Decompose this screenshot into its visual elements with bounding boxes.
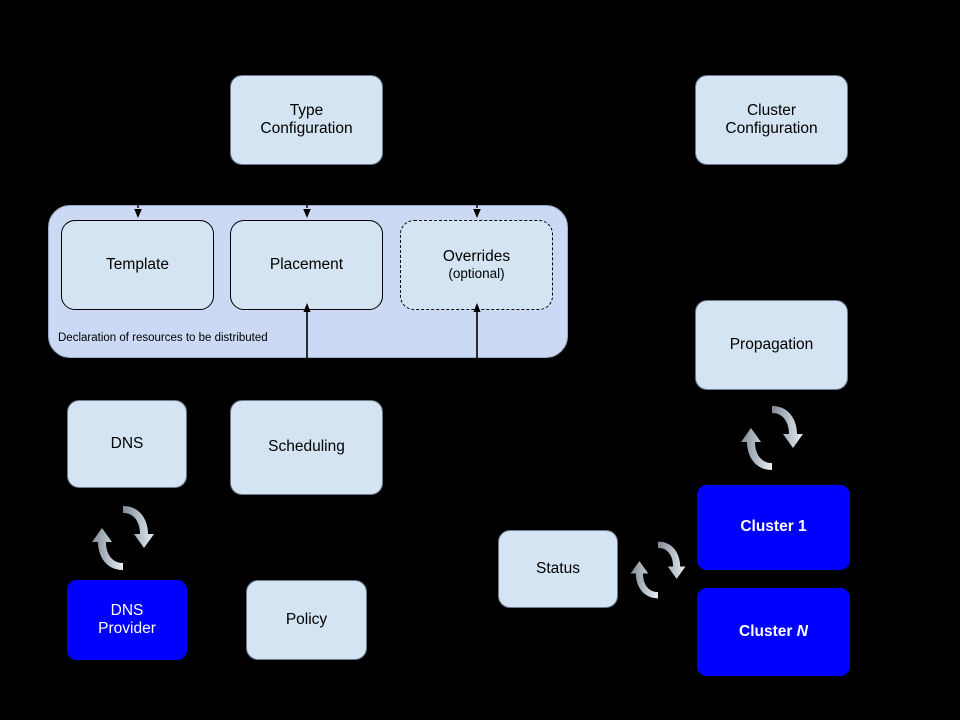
node-overrides-title: Overrides <box>442 247 511 265</box>
arrow-up-to-overrides <box>473 303 481 359</box>
node-dns-provider[interactable]: DNS Provider <box>67 580 187 660</box>
node-overrides-label: Overrides (optional) <box>443 248 510 282</box>
type-configuration-line2: Configuration <box>260 120 353 137</box>
arrow-down-to-template <box>134 193 142 218</box>
node-propagation[interactable]: Propagation <box>695 300 848 390</box>
node-template-label: Template <box>106 255 169 273</box>
node-dns[interactable]: DNS <box>67 400 187 488</box>
cluster-configuration-line2: Configuration <box>725 120 818 137</box>
node-type-configuration-label: Type Configuration <box>260 102 352 139</box>
dns-provider-line1: DNS <box>110 601 144 619</box>
node-cluster-configuration[interactable]: Cluster Configuration <box>695 75 848 165</box>
node-overrides[interactable]: Overrides (optional) <box>400 220 553 310</box>
node-cluster-1[interactable]: Cluster 1 <box>697 485 850 570</box>
node-dns-label: DNS <box>110 434 144 452</box>
node-overrides-sublabel: (optional) <box>448 266 505 282</box>
arrow-up-to-placement <box>303 303 311 359</box>
node-dns-provider-label: DNS Provider <box>98 602 156 639</box>
arrow-down-to-overrides <box>473 193 481 218</box>
node-cluster-configuration-label: Cluster Configuration <box>725 102 817 139</box>
arrow-down-to-placement <box>303 193 311 218</box>
node-type-configuration[interactable]: Type Configuration <box>230 75 383 165</box>
cluster-n-prefix: Cluster <box>739 622 797 640</box>
node-cluster-1-label: Cluster 1 <box>740 518 807 536</box>
sync-circular-arrows-icon-status <box>630 541 686 599</box>
node-cluster-n-label: Cluster N <box>739 623 808 641</box>
node-placement[interactable]: Placement <box>230 220 383 310</box>
node-policy-label: Policy <box>285 610 328 628</box>
cluster-configuration-line1: Cluster <box>746 101 797 119</box>
dns-provider-line2: Provider <box>98 620 156 637</box>
node-status-label: Status <box>536 559 580 577</box>
node-cluster-n[interactable]: Cluster N <box>697 588 850 676</box>
node-placement-label: Placement <box>269 255 344 273</box>
type-configuration-line1: Type <box>289 101 324 119</box>
node-status[interactable]: Status <box>498 530 618 608</box>
node-scheduling[interactable]: Scheduling <box>230 400 383 495</box>
node-template[interactable]: Template <box>61 220 214 310</box>
node-scheduling-label: Scheduling <box>268 438 345 456</box>
group-caption: Declaration of resources to be distribut… <box>58 332 268 344</box>
sync-circular-arrows-icon-propagation <box>741 406 803 470</box>
node-policy[interactable]: Policy <box>246 580 367 660</box>
node-propagation-label: Propagation <box>729 335 814 353</box>
sync-circular-arrows-icon-dns <box>92 506 154 570</box>
cluster-n-suffix: N <box>796 622 808 640</box>
